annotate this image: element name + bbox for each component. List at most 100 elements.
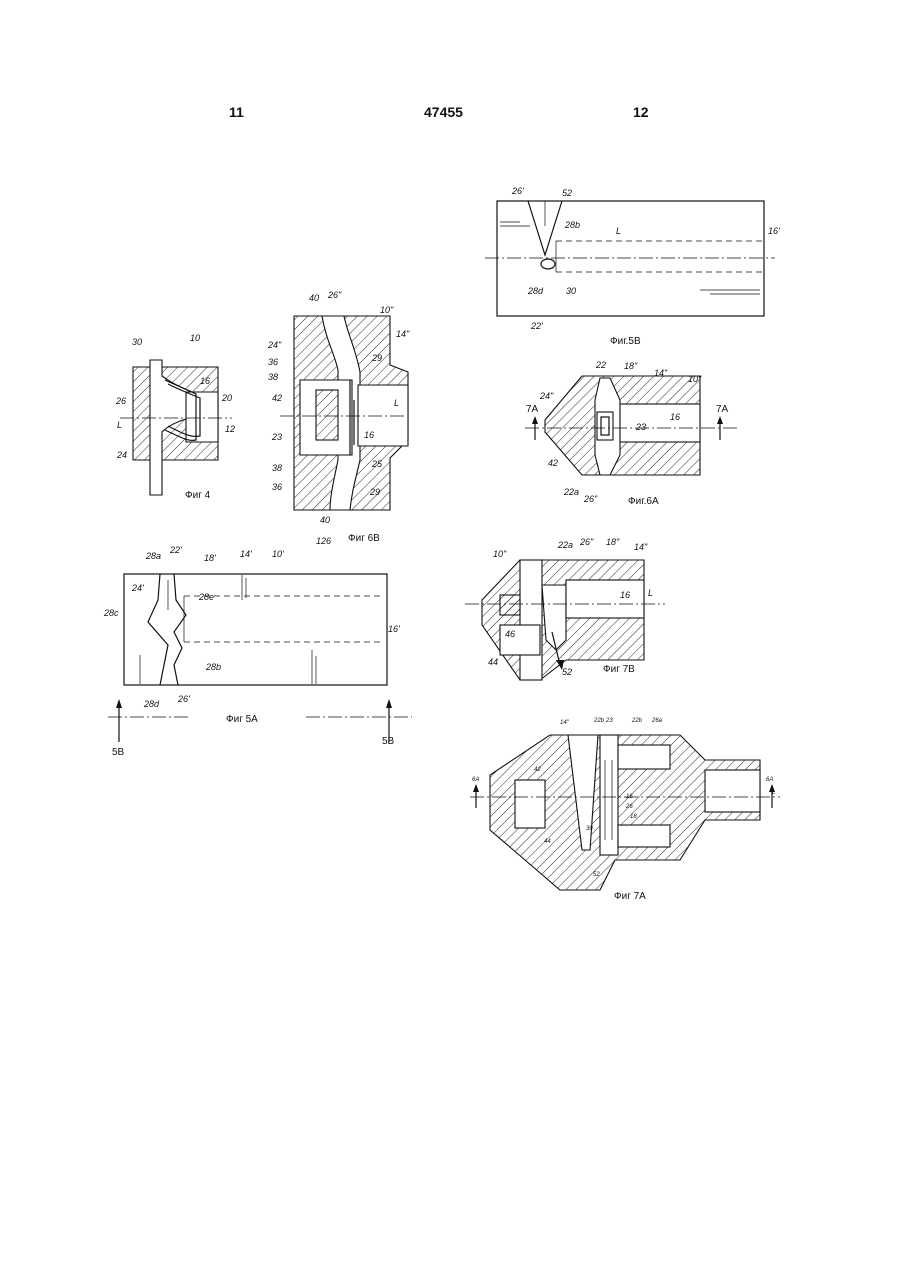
fig6b-label: 38 xyxy=(268,372,278,382)
fig5b-label: 26' xyxy=(511,186,524,196)
fig5a-label: 24' xyxy=(131,583,144,593)
fig5a-label: 18' xyxy=(204,553,216,563)
figure-7b: 10" 22a 26" 18" 14" 46 16 L 44 52 Фиг 7B xyxy=(465,537,665,680)
fig5b-label: 22' xyxy=(530,321,543,331)
fig7a-label: 22b xyxy=(593,718,605,724)
fig7a-label: 23 xyxy=(605,718,613,724)
fig6b-label: 40 xyxy=(309,293,319,303)
fig7a-label: 52 xyxy=(593,872,600,878)
fig5a-label: 22' xyxy=(169,545,182,555)
figure-7a: 14" 22b 23 22b 26a 42 6A 6A L 16 26 18 4… xyxy=(470,718,780,902)
fig4-caption: Фиг 4 xyxy=(185,490,211,501)
fig7b-label: 14" xyxy=(634,542,648,552)
fig7b-label: L xyxy=(648,588,653,598)
fig5a-label: 28a xyxy=(145,551,161,561)
fig4-label: 30 xyxy=(132,337,142,347)
fig6b-caption: Фиг 6B xyxy=(348,533,380,544)
fig6a-label: 42 xyxy=(548,458,558,468)
fig6b-label: 42 xyxy=(272,393,282,403)
fig6b-label: 24" xyxy=(267,340,282,350)
fig6b-label: 29 xyxy=(369,487,380,497)
fig6b-label: 40 xyxy=(320,515,330,525)
fig5a-label: 28b xyxy=(205,662,221,672)
fig5a-caption: Фиг 5A xyxy=(226,714,258,725)
fig6b-label: 25 xyxy=(371,459,383,469)
fig6a-caption: Фиг.6A xyxy=(628,496,659,507)
fig7a-label: L xyxy=(772,790,775,796)
fig6b-label: 36 xyxy=(268,357,278,367)
fig7a-label: 6A xyxy=(766,777,773,783)
fig5a-label: 28c xyxy=(103,608,119,618)
fig4-label: 26 xyxy=(115,396,126,406)
fig6b-label: 36 xyxy=(272,482,282,492)
fig6b-label: 126 xyxy=(316,536,331,546)
fig7b-label: 44 xyxy=(488,657,498,667)
fig5a-label: 26' xyxy=(177,694,190,704)
section-mark-5b-right: 5B xyxy=(382,736,395,747)
fig6a-label: 23 xyxy=(635,422,646,432)
fig6a-label: 24" xyxy=(539,391,554,401)
fig7a-label: 30 xyxy=(586,826,593,832)
fig6b-label: 14" xyxy=(396,329,410,339)
figure-6a: 22 18" 14" 10" 24" 16 23 42 22a 26" 7A 7… xyxy=(525,360,738,507)
section-mark-7a-right: 7A xyxy=(716,404,729,415)
fig5b-label: 28b xyxy=(564,220,580,230)
figure-6b: 40 26" 10" 14" 24" 36 38 29 42 23 16 L 3… xyxy=(267,290,410,546)
fig7b-label: 52 xyxy=(562,667,572,677)
fig6b-label: 26" xyxy=(327,290,342,300)
fig7a-label: 16 xyxy=(626,794,633,800)
fig6a-label: 16 xyxy=(670,412,680,422)
fig7a-label: 42 xyxy=(534,767,541,773)
fig7a-label: 44 xyxy=(544,839,551,845)
fig7a-caption: Фиг 7A xyxy=(614,891,646,902)
fig7a-label: 22b xyxy=(631,718,643,724)
fig6b-label: 16 xyxy=(364,430,374,440)
fig4-label: 24 xyxy=(116,450,127,460)
section-mark-7a-left: 7A xyxy=(526,404,539,415)
fig6b-label: 38 xyxy=(272,463,282,473)
figure-5a: 28a 22' 18' 14' 10' 24' 28c 28e 16' 28b … xyxy=(103,545,412,758)
fig5b-label: 28d xyxy=(527,286,544,296)
fig5a-label: 10' xyxy=(272,549,284,559)
fig7b-label: 26" xyxy=(579,537,594,547)
fig7a-label: 18 xyxy=(630,814,637,820)
fig6a-label: 10" xyxy=(688,374,702,384)
fig6a-label: 14" xyxy=(654,368,668,378)
fig5a-label: 28d xyxy=(143,699,160,709)
fig7a-label: 14" xyxy=(560,720,570,726)
figure-5b: 26' 52 28b L 16' 28d 30 22' Фиг.5B xyxy=(485,186,780,347)
fig7a-label: 26 xyxy=(625,804,633,810)
fig6a-label: 26" xyxy=(583,494,598,504)
fig5a-label: 14' xyxy=(240,549,252,559)
figure-4: 30 10 16 20 26 L 12 24 Фиг 4 xyxy=(115,333,235,501)
fig5b-label: 16' xyxy=(768,226,780,236)
fig4-label: 12 xyxy=(225,424,235,434)
fig4-label: L xyxy=(117,420,122,430)
fig6a-label: 22 xyxy=(595,360,606,370)
fig7a-label: 6A xyxy=(472,777,479,783)
fig7b-label: 16 xyxy=(620,590,630,600)
fig5b-label: L xyxy=(616,226,621,236)
fig5b-caption: Фиг.5B xyxy=(610,336,641,347)
fig6b-label: 23 xyxy=(271,432,282,442)
fig4-label: 20 xyxy=(221,393,232,403)
fig6b-label: 10" xyxy=(380,305,394,315)
fig7b-label: 46 xyxy=(505,629,515,639)
fig7a-label: 26a xyxy=(651,718,663,724)
fig7b-label: 22a xyxy=(557,540,573,550)
fig5a-label: 28e xyxy=(198,592,214,602)
fig7b-label: 10" xyxy=(493,549,507,559)
fig6b-label: 29 xyxy=(371,353,382,363)
fig4-label: 16 xyxy=(200,376,210,386)
fig5b-label: 52 xyxy=(562,188,572,198)
fig7b-label: 18" xyxy=(606,537,620,547)
fig5b-label: 30 xyxy=(566,286,576,296)
fig5a-label: 16' xyxy=(388,624,400,634)
fig6a-label: 22a xyxy=(563,487,579,497)
section-mark-5b-left: 5B xyxy=(112,747,125,758)
fig4-label: 10 xyxy=(190,333,200,343)
fig6a-label: 18" xyxy=(624,361,638,371)
fig7b-caption: Фиг 7B xyxy=(603,664,635,675)
fig6b-label: L xyxy=(394,398,399,408)
